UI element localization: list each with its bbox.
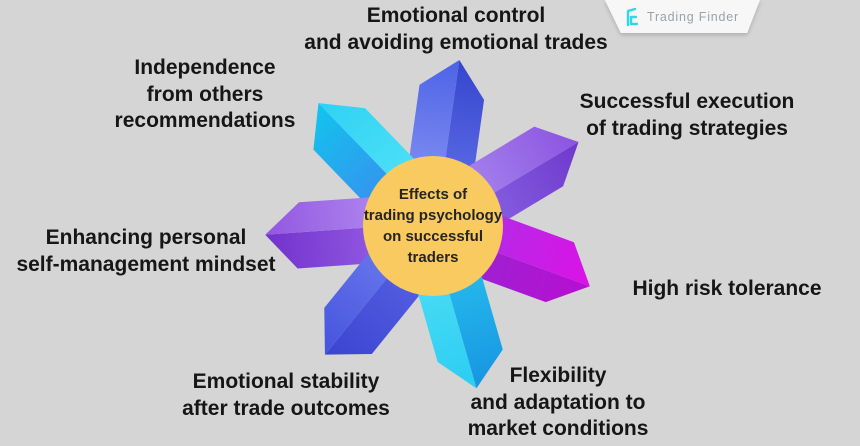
- trading-finder-badge: Trading Finder: [600, 0, 760, 33]
- center-circle: [363, 156, 503, 296]
- label-emotional-control: Emotional control and avoiding emotional…: [304, 4, 608, 54]
- label-flexibility: Flexibility and adaptation to market con…: [467, 364, 649, 440]
- center-label: Effects of trading psychology on success…: [363, 186, 503, 266]
- trading-finder-logo-text: Trading Finder: [646, 9, 740, 24]
- label-high-risk-tolerance: High risk tolerance: [632, 277, 822, 300]
- label-successful-execution: Successful execution of trading strategi…: [579, 90, 795, 140]
- label-independence: Independence from others recommendations: [114, 56, 296, 132]
- trading-finder-badge-shape: Trading Finder: [604, 0, 760, 33]
- label-self-management: Enhancing personal self-management minds…: [16, 226, 276, 276]
- trading-finder-logo-icon: [626, 7, 639, 26]
- label-emotional-stability: Emotional stability after trade outcomes: [182, 370, 390, 420]
